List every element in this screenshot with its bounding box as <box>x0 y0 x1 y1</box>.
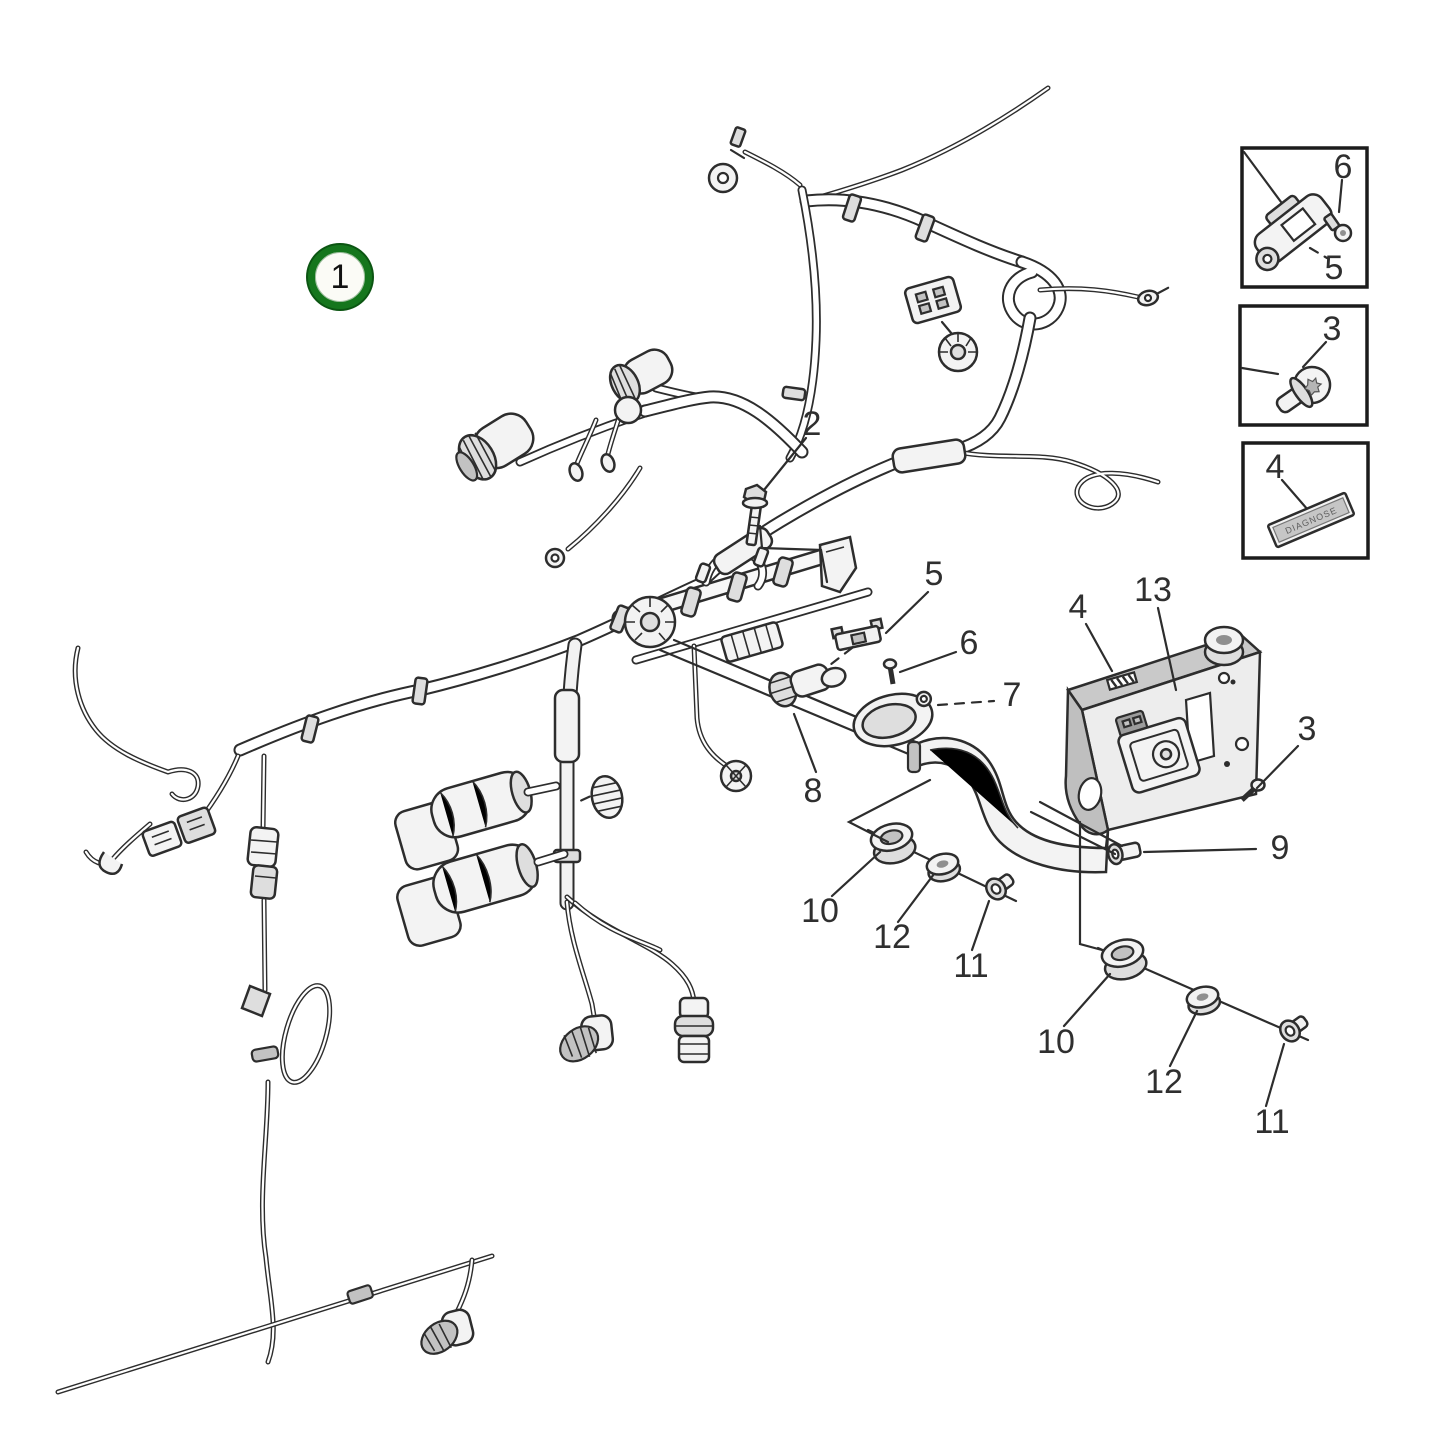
relay-block-upper <box>393 770 533 871</box>
relay-block-lower <box>396 842 539 948</box>
round-connector <box>580 774 624 820</box>
grommet-set-2 <box>1096 938 1310 1043</box>
bolt <box>1106 841 1142 866</box>
bracket-assembly <box>906 625 1266 874</box>
flange-bolt <box>741 483 769 547</box>
knurled-elbow-connector <box>455 412 535 482</box>
eyelet-lug <box>1136 286 1170 307</box>
grommet-set-1 <box>866 822 1018 903</box>
leader-lines <box>758 436 1300 1108</box>
inline-connector <box>240 825 333 1085</box>
knurled-elbow-connector <box>608 348 674 404</box>
clamp-part <box>830 617 884 652</box>
sensor-connector <box>673 996 715 1064</box>
inset-box-screw <box>1238 304 1369 427</box>
rail-assembly <box>623 535 934 793</box>
diagnose-decal: DIAGNOSE <box>1267 491 1355 549</box>
harness-tubes <box>58 88 1158 1392</box>
small-connector-pair <box>141 806 217 857</box>
small-screw <box>882 658 898 685</box>
elbow-connector <box>559 1014 615 1063</box>
branch-connector-block <box>903 275 963 325</box>
inset-box-clamp <box>1240 146 1369 289</box>
inset-box-decal: DIAGNOSE <box>1241 441 1370 560</box>
harness-components <box>98 126 1310 1355</box>
elbow-connector <box>420 1308 475 1355</box>
decal-tick <box>1105 670 1139 692</box>
connector-module <box>1115 709 1201 794</box>
harness-clamps <box>300 193 967 1305</box>
